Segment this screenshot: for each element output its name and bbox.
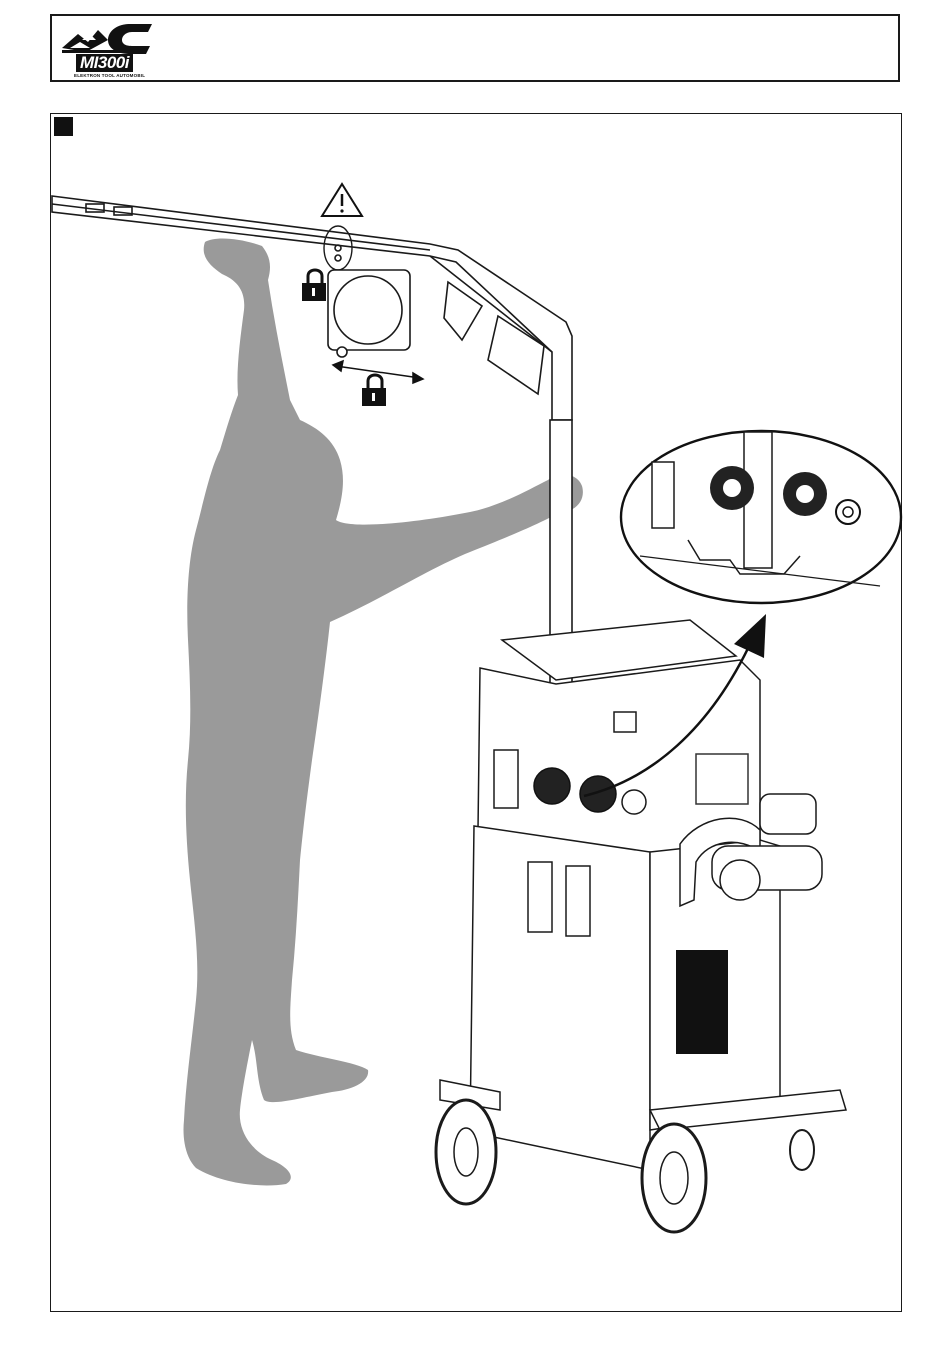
double-arrow-icon: [333, 361, 423, 383]
welder-cart: [436, 620, 846, 1232]
balancer-reel: [328, 270, 410, 357]
padlock-icon: [362, 375, 386, 406]
boom-arm: [52, 196, 572, 420]
warning-icon: [322, 184, 362, 216]
padlock-icon: [302, 270, 326, 301]
detail-callout: [621, 431, 901, 603]
